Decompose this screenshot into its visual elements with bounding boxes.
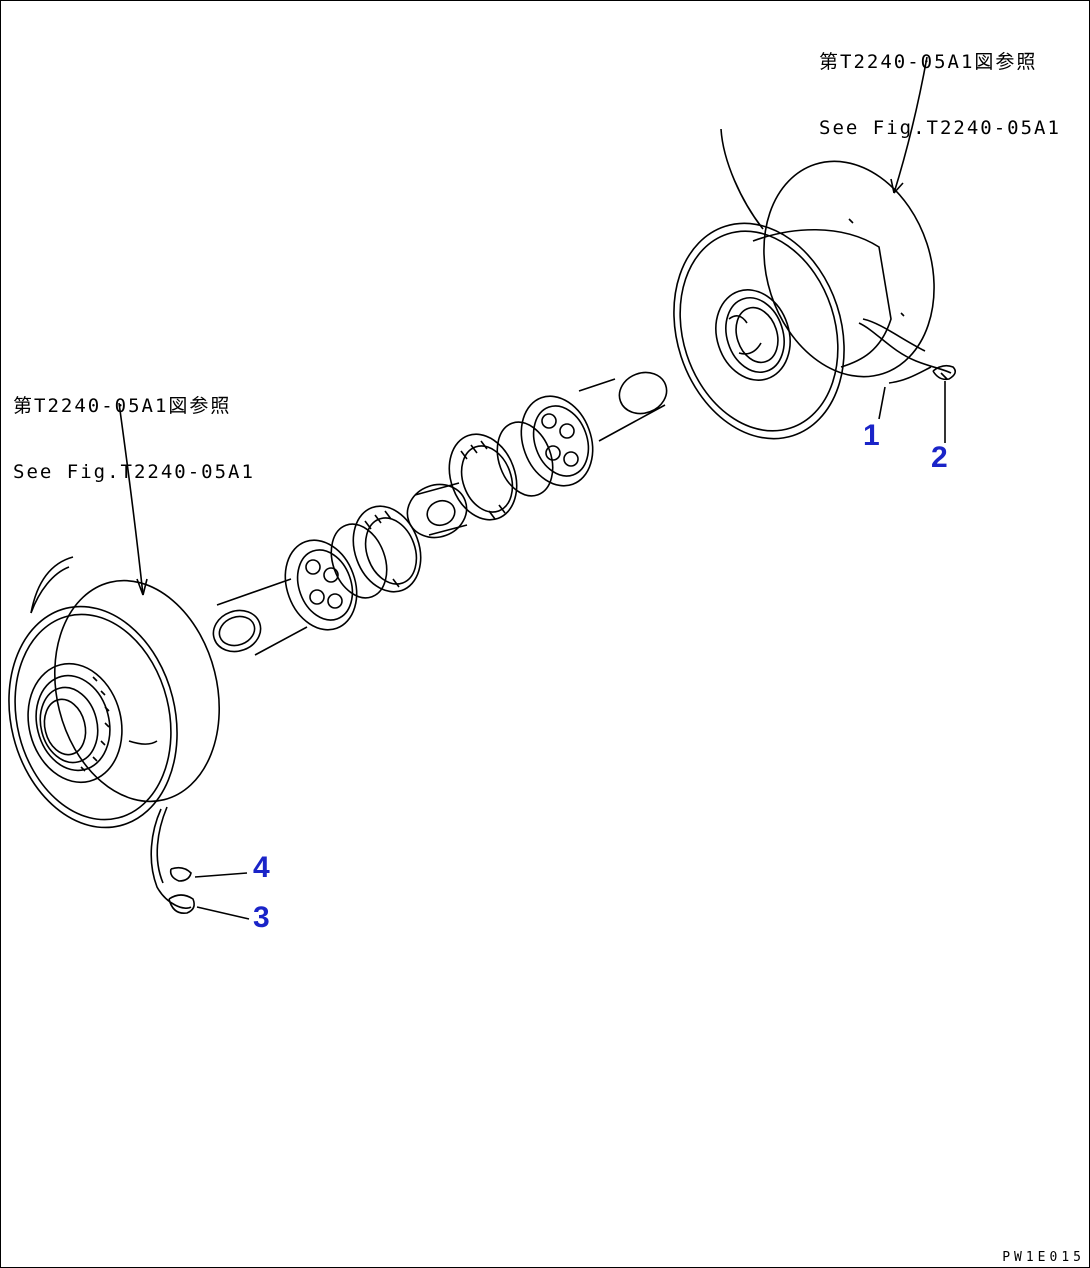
- shaft-bearing-stack: [212, 371, 668, 656]
- reference-note-en: See Fig.T2240-05A1: [13, 461, 255, 483]
- reference-note-en: See Fig.T2240-05A1: [819, 117, 1061, 139]
- right-hub-assembly: [673, 56, 957, 443]
- callout-1: 1: [863, 419, 880, 452]
- reference-note-jp: 第T2240-05A1図参照: [819, 51, 1038, 73]
- reference-note-jp: 第T2240-05A1図参照: [13, 395, 232, 417]
- drawing-code: PW1E015: [1002, 1250, 1085, 1265]
- reference-note-left: 第T2240-05A1図参照 See Fig.T2240-05A1: [13, 351, 255, 527]
- left-hub-assembly: [8, 402, 250, 920]
- reference-note-top-right: 第T2240-05A1図参照 See Fig.T2240-05A1: [819, 7, 1061, 183]
- callout-2: 2: [931, 441, 948, 474]
- callout-3: 3: [253, 901, 270, 934]
- callout-4: 4: [253, 851, 270, 884]
